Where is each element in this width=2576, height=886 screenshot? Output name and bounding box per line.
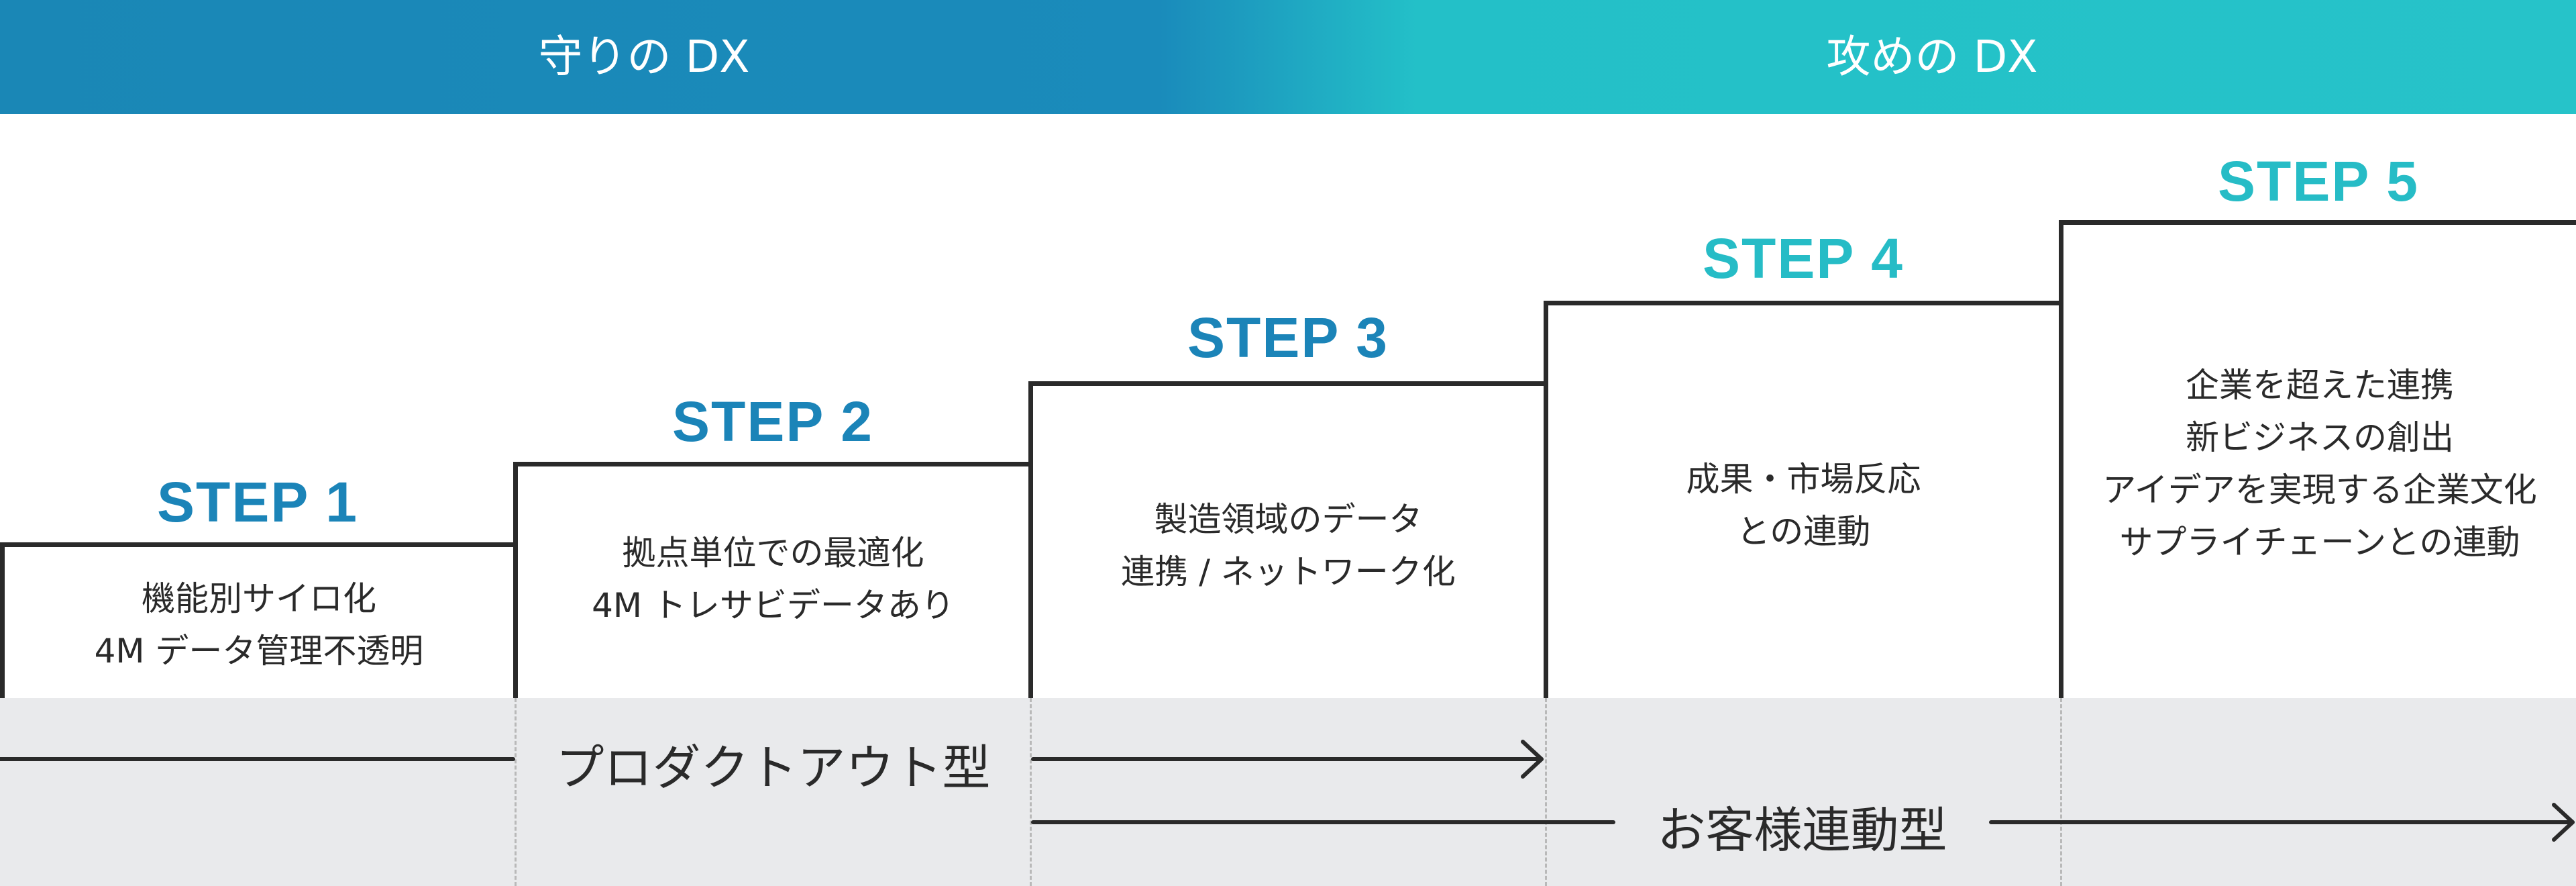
step-1-line-2: 4M データ管理不透明 xyxy=(94,632,424,671)
step-3-box: 製造領域のデータ 連携 / ネットワーク化 xyxy=(1028,381,1548,698)
customer-arrowhead xyxy=(2552,803,2575,842)
step-5-line-1: 企業を超えた連携 xyxy=(2186,366,2454,405)
step-2-line-2: 4M トレサビデータあり xyxy=(592,586,955,625)
offensive-dx-label: 攻めの DX xyxy=(1826,31,2038,83)
header-banner: 守りの DX 攻めの DX xyxy=(0,0,2576,114)
step-5-line-2: 新ビジネスの創出 xyxy=(2186,418,2454,457)
step-5-description: 企業を超えた連携 新ビジネスの創出 アイデアを実現する企業文化 サプライチェーン… xyxy=(2063,359,2576,569)
divider-3 xyxy=(1545,698,1547,886)
step-1-box: 機能別サイロ化 4M データ管理不透明 xyxy=(0,542,518,698)
step-2-line-1: 拠点単位での最適化 xyxy=(622,534,924,573)
step-4-title: STEP 4 xyxy=(1703,227,1904,290)
step-1-description: 機能別サイロ化 4M データ管理不透明 xyxy=(5,573,513,677)
step-5-line-3: アイデアを実現する企業文化 xyxy=(2102,471,2537,509)
step-2-box: 拠点単位での最適化 4M トレサビデータあり xyxy=(513,462,1033,698)
step-3-description: 製造領域のデータ 連携 / ネットワーク化 xyxy=(1033,493,1544,598)
step-5-line-4: サプライチェーンとの連動 xyxy=(2119,523,2520,562)
divider-2 xyxy=(1030,698,1032,886)
customer-linked-label: お客様連動型 xyxy=(1657,802,1947,858)
divider-4 xyxy=(2060,698,2062,886)
product-out-label: プロダクトアウト型 xyxy=(555,740,991,796)
flow-band xyxy=(0,698,2576,886)
step-1-title: STEP 1 xyxy=(157,471,358,534)
product-out-arrowhead xyxy=(1521,740,1544,779)
step-4-line-2: との連動 xyxy=(1736,512,1871,551)
step-3-line-2: 連携 / ネットワーク化 xyxy=(1121,552,1456,591)
step-5-title: STEP 5 xyxy=(2218,150,2419,213)
step-4-box: 成果・市場反応 との連動 xyxy=(1544,301,2063,698)
step-3-title: STEP 3 xyxy=(1187,306,1389,369)
step-1-line-1: 機能別サイロ化 xyxy=(142,579,376,618)
step-3-line-1: 製造領域のデータ xyxy=(1154,500,1423,539)
step-2-description: 拠点単位での最適化 4M トレサビデータあり xyxy=(518,527,1028,632)
divider-1 xyxy=(515,698,517,886)
step-4-description: 成果・市場反応 との連動 xyxy=(1548,453,2059,558)
step-5-box: 企業を超えた連携 新ビジネスの創出 アイデアを実現する企業文化 サプライチェーン… xyxy=(2059,220,2576,698)
defensive-dx-label: 守りの DX xyxy=(538,31,750,83)
step-4-line-1: 成果・市場反応 xyxy=(1686,460,1921,499)
step-2-title: STEP 2 xyxy=(672,390,873,453)
